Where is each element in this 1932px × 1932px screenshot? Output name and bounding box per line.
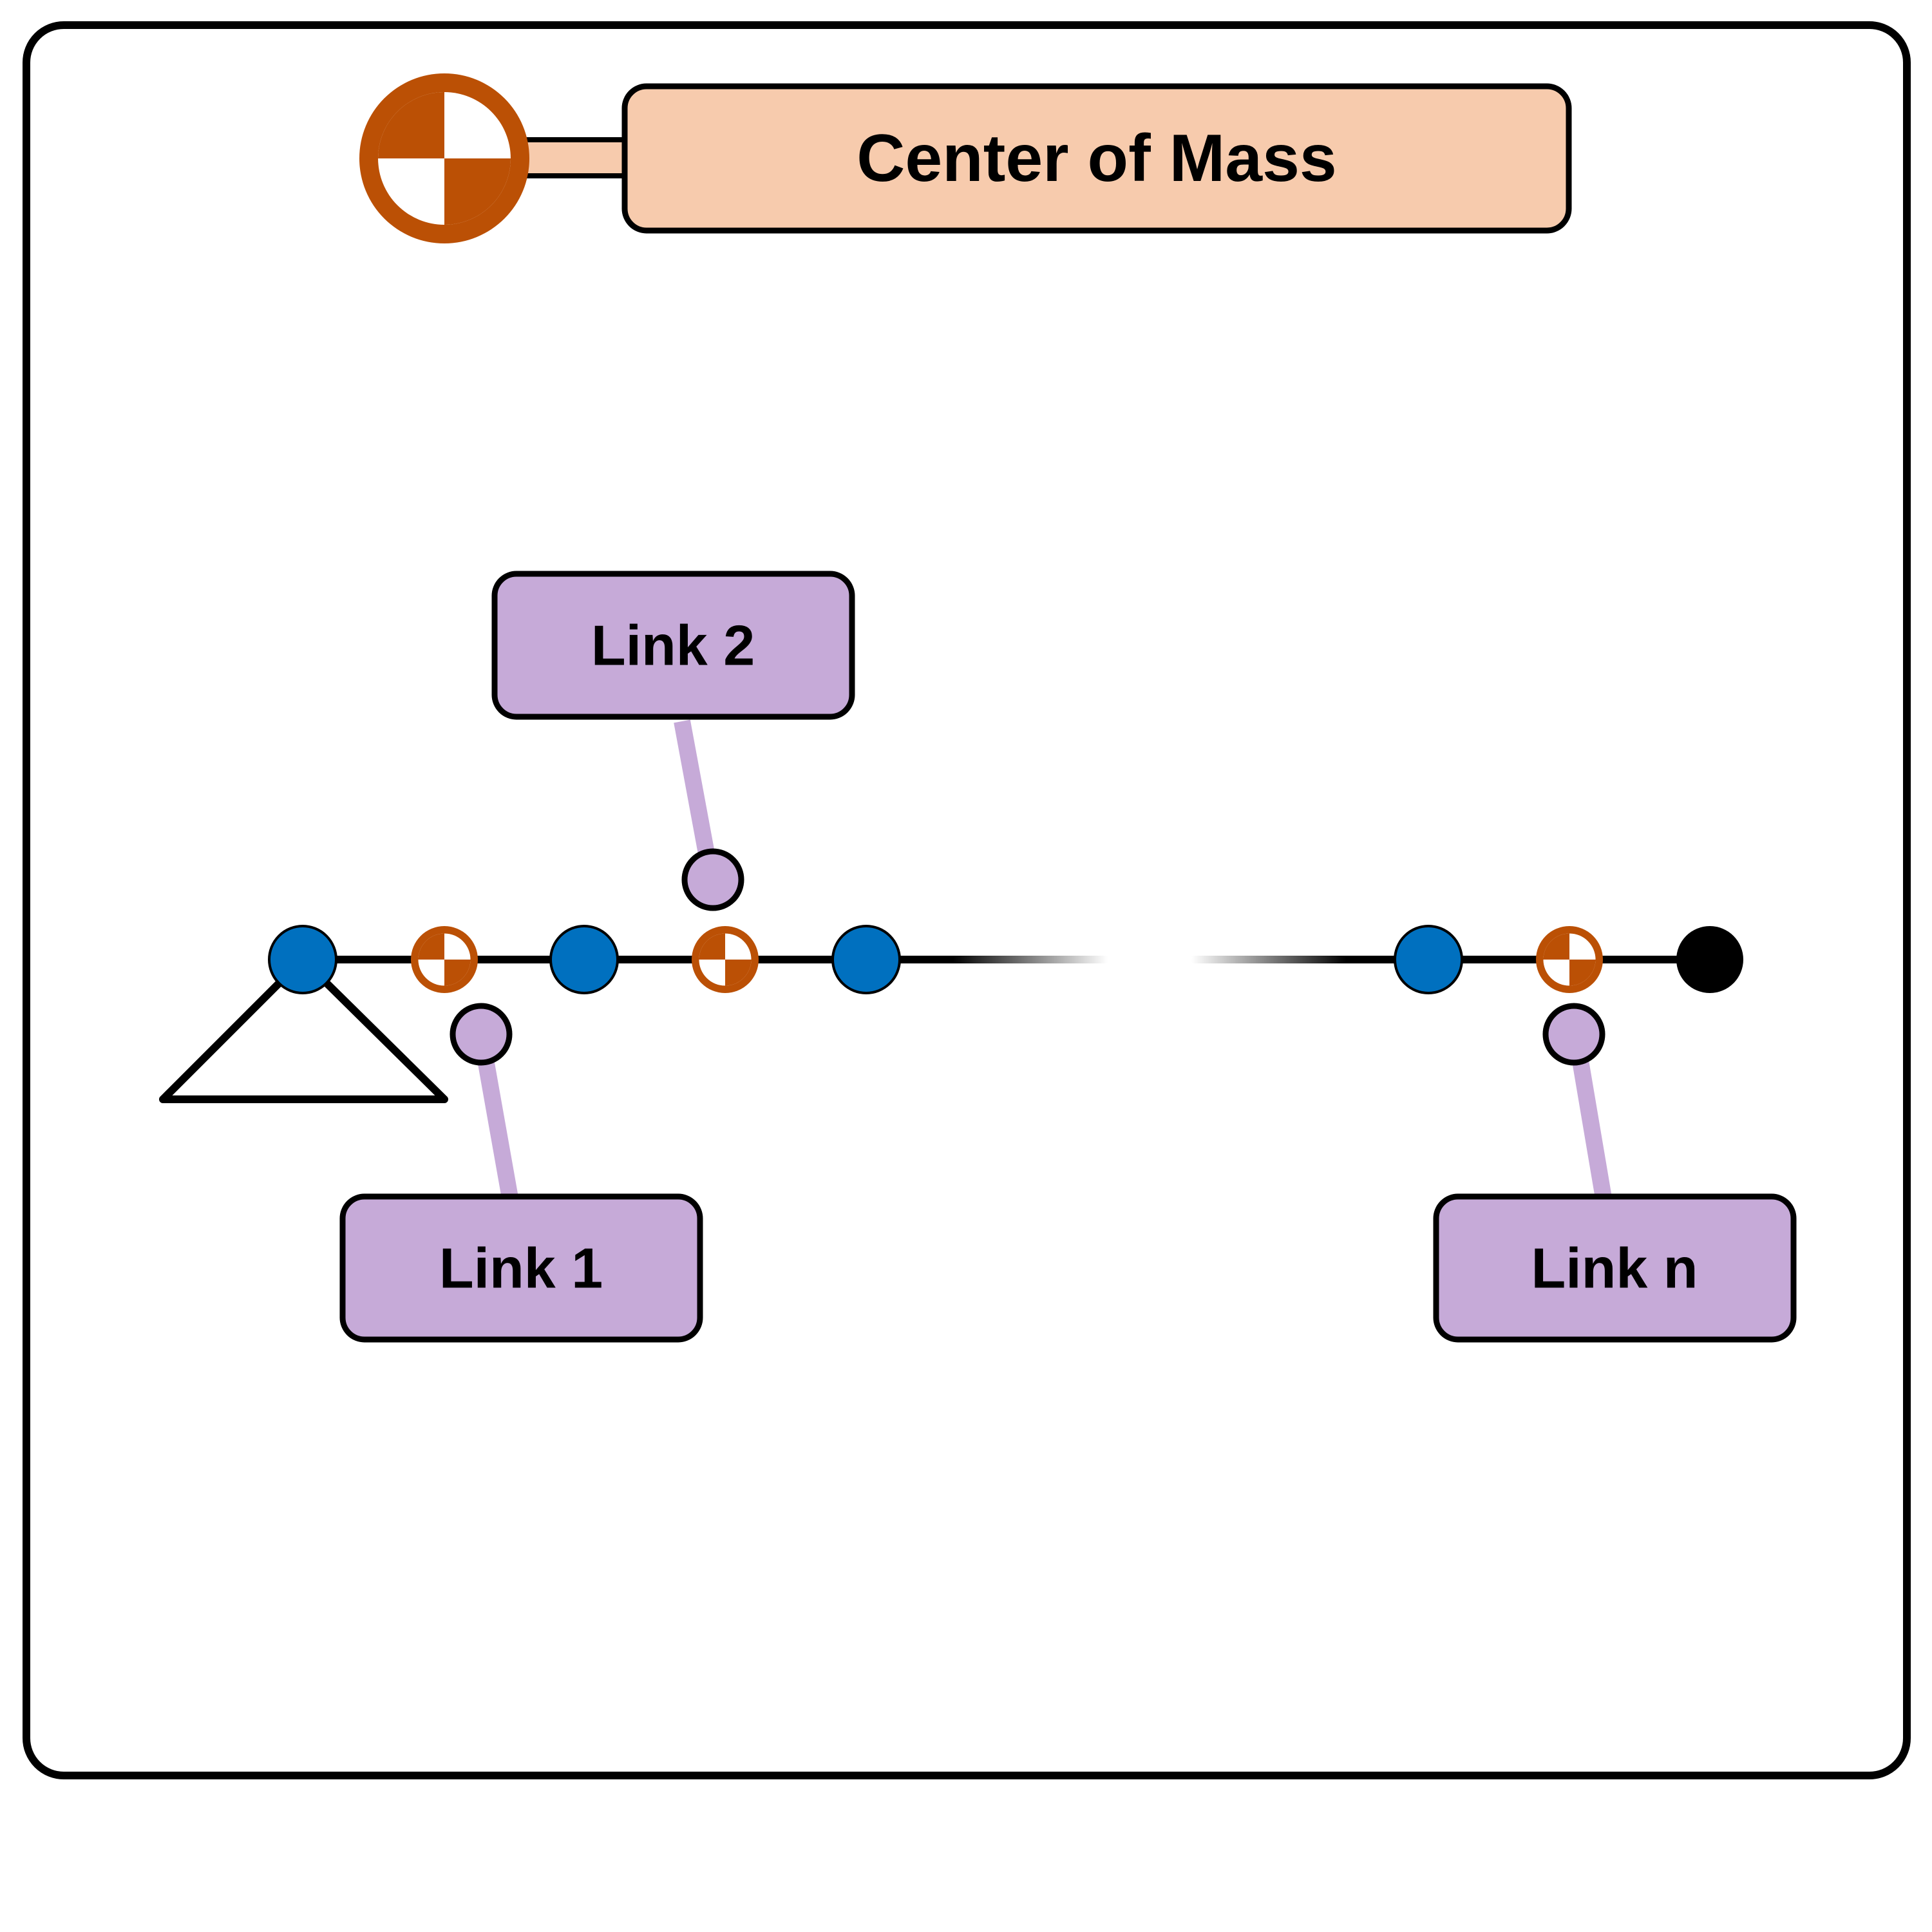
link2-box: Link 2	[491, 571, 855, 720]
legend-center-of-mass: Center of Mass	[359, 73, 1572, 243]
base-triangle	[159, 956, 448, 1103]
legend-box	[621, 83, 1572, 234]
end-effector	[1676, 926, 1743, 993]
link2-center-of-mass-icon	[692, 926, 759, 993]
joint-n	[1394, 925, 1463, 994]
legend-connector	[525, 137, 628, 178]
diagram-frame	[23, 21, 1911, 1779]
chain-rod	[303, 956, 1716, 963]
link1-label: Link 1	[439, 1236, 603, 1300]
link1-marker	[450, 1003, 513, 1066]
joint-base	[268, 925, 337, 994]
linkn-box: Link n	[1433, 1193, 1797, 1343]
link1-center-of-mass-icon	[411, 926, 478, 993]
legend-label: Center of Mass	[857, 121, 1337, 196]
link2-marker	[681, 848, 744, 911]
linkn-marker	[1542, 1003, 1605, 1066]
linkn-center-of-mass-icon	[1536, 926, 1603, 993]
link1-box: Link 1	[339, 1193, 703, 1343]
link2-label: Link 2	[591, 614, 755, 677]
linkn-label: Link n	[1531, 1236, 1698, 1300]
center-of-mass-icon	[359, 73, 529, 243]
joint-2	[549, 925, 619, 994]
joint-3	[831, 925, 901, 994]
